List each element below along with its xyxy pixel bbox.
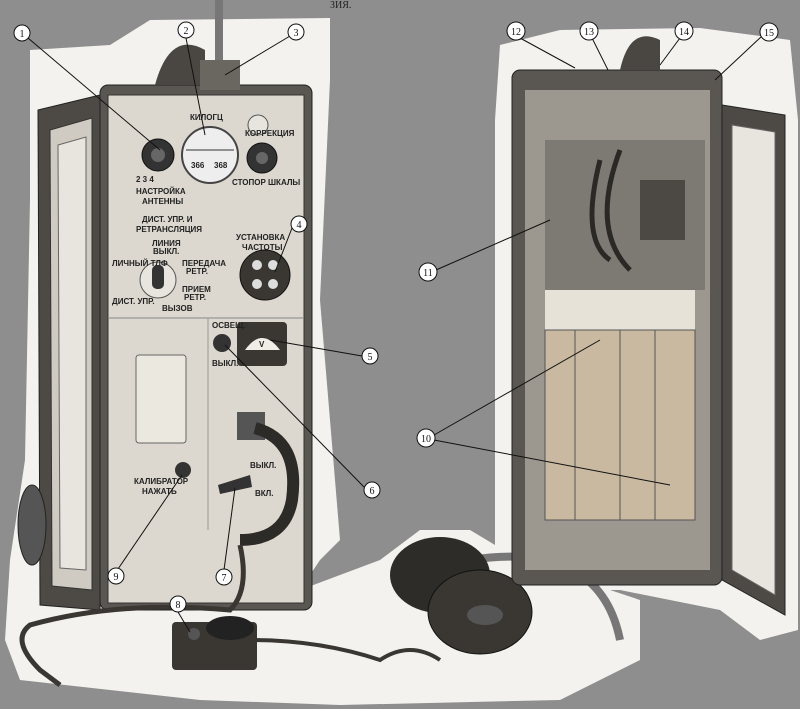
callout-12: 12	[506, 21, 526, 41]
transmit-relay-label-2: РЕТР.	[186, 267, 208, 276]
remote-label-1: ДИСТ. УПР. И	[142, 215, 193, 224]
freq-set-label-1: УСТАНОВКА	[236, 233, 285, 242]
callout-14: 14	[674, 21, 694, 41]
personal-phone-label: ЛИЧНЫЙ ТЛФ	[112, 259, 168, 268]
dial-reading-left: 366	[191, 161, 205, 170]
callout-1: 1	[13, 24, 31, 42]
svg-text:1: 1	[20, 29, 25, 40]
instruction-plate	[135, 354, 187, 444]
callout-13: 13	[579, 21, 599, 41]
frequency-set-wheel[interactable]	[239, 249, 291, 301]
svg-text:9: 9	[114, 572, 119, 583]
callout-6: 6	[363, 481, 381, 499]
callout-15: 15	[759, 22, 779, 42]
callout-markers: 1 2 3 4 5 6 7 8 9 10 11 12 13 14 15	[13, 21, 779, 613]
callout-8: 8	[169, 595, 187, 613]
freq-set-label-2: ЧАСТОТЫ	[242, 243, 283, 252]
mode-switch[interactable]	[139, 261, 177, 299]
scale-lock-knob[interactable]	[246, 142, 278, 174]
svg-text:2: 2	[184, 26, 189, 37]
callout-4: 4	[290, 215, 308, 233]
svg-text:4: 4	[297, 220, 302, 231]
antenna-tuning-knob[interactable]	[141, 138, 175, 172]
antenna-tuning-label-1: НАСТРОЙКА	[136, 187, 186, 196]
antenna-positions: 2 3 4	[136, 175, 154, 184]
svg-text:8: 8	[176, 600, 181, 611]
power-off-label: ВЫКЛ.	[250, 461, 276, 470]
illumination-off-label: ВЫКЛ.	[212, 359, 238, 368]
correction-knob[interactable]	[247, 114, 269, 136]
svg-text:7: 7	[222, 573, 227, 584]
headset-cord	[19, 544, 246, 687]
transmit-relay-label-1: ПЕРЕДАЧА	[182, 259, 226, 268]
callout-10: 10	[416, 428, 436, 448]
svg-text:14: 14	[679, 27, 689, 38]
line-off-label-1: ЛИНИЯ	[152, 239, 181, 248]
right-case-open	[511, 36, 723, 586]
callout-5: 5	[361, 347, 379, 365]
dial-reading-right: 368	[214, 161, 228, 170]
svg-text:5: 5	[368, 352, 373, 363]
receive-relay-label-1: ПРИЕМ	[182, 285, 211, 294]
meter-unit: V	[259, 340, 265, 349]
power-on-label: ВКЛ.	[255, 489, 274, 498]
kilohertz-label: КИЛОГЦ	[190, 113, 223, 122]
right-door	[721, 104, 786, 616]
left-case	[99, 0, 313, 611]
remote-label-2: РЕТРАНСЛЯЦИЯ	[136, 225, 202, 234]
svg-text:12: 12	[511, 27, 521, 38]
callout-3: 3	[287, 23, 305, 41]
callout-9: 9	[107, 567, 125, 585]
callout-leaders	[27, 35, 763, 633]
calibrator-label-2: НАЖАТЬ	[142, 487, 177, 496]
line-off-label-2: ВЫКЛ.	[153, 247, 179, 256]
left-door	[17, 94, 101, 611]
calibrator-label-1: КАЛИБРАТОР	[134, 477, 189, 486]
antenna-tuning-label-2: АНТЕННЫ	[142, 197, 183, 206]
callout-11: 11	[418, 262, 438, 282]
svg-text:11: 11	[423, 268, 433, 279]
svg-text:13: 13	[584, 27, 594, 38]
caption-fragment: ЗИЯ.	[330, 0, 351, 11]
call-label: ВЫЗОВ	[162, 304, 193, 313]
svg-text:3: 3	[294, 28, 299, 39]
scale-lock-label: СТОПОР ШКАЛЫ	[232, 178, 300, 187]
illumination-on-label: ОСВЕЩ.	[212, 321, 246, 330]
power-switch[interactable]	[218, 475, 252, 494]
receive-relay-label-2: РЕТР.	[184, 293, 206, 302]
cable-connector	[237, 412, 300, 546]
remote-ctrl-label: ДИСТ. УПР.	[112, 297, 155, 306]
callout-2: 2	[177, 21, 195, 39]
correction-label: КОРРЕКЦИЯ	[245, 129, 295, 138]
headphone-cord	[249, 638, 442, 663]
frequency-dial[interactable]	[181, 126, 239, 184]
handset-key[interactable]	[172, 616, 257, 670]
voltmeter: V	[237, 322, 287, 366]
illumination-switch[interactable]	[213, 334, 231, 352]
svg-text:6: 6	[370, 486, 375, 497]
callout-7: 7	[215, 568, 233, 586]
svg-text:10: 10	[421, 434, 431, 445]
svg-text:15: 15	[764, 28, 774, 39]
calibrator-button[interactable]	[175, 462, 191, 478]
